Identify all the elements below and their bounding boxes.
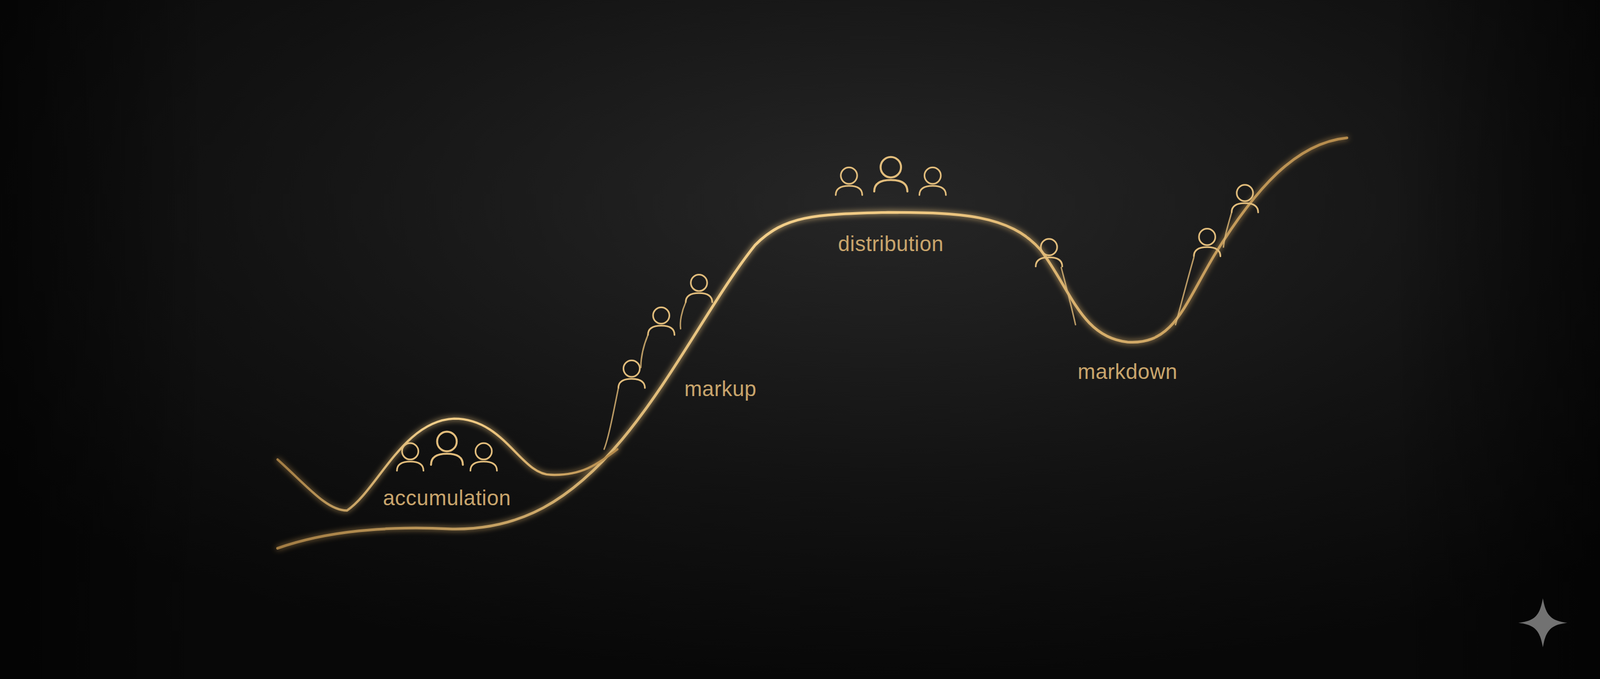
phase-label: markup <box>684 376 757 402</box>
phase-label: markdown <box>1077 359 1178 384</box>
phase-label: distribution <box>837 231 944 257</box>
phase-label: accumulation <box>382 485 511 511</box>
sparkle-watermark <box>1518 597 1568 647</box>
